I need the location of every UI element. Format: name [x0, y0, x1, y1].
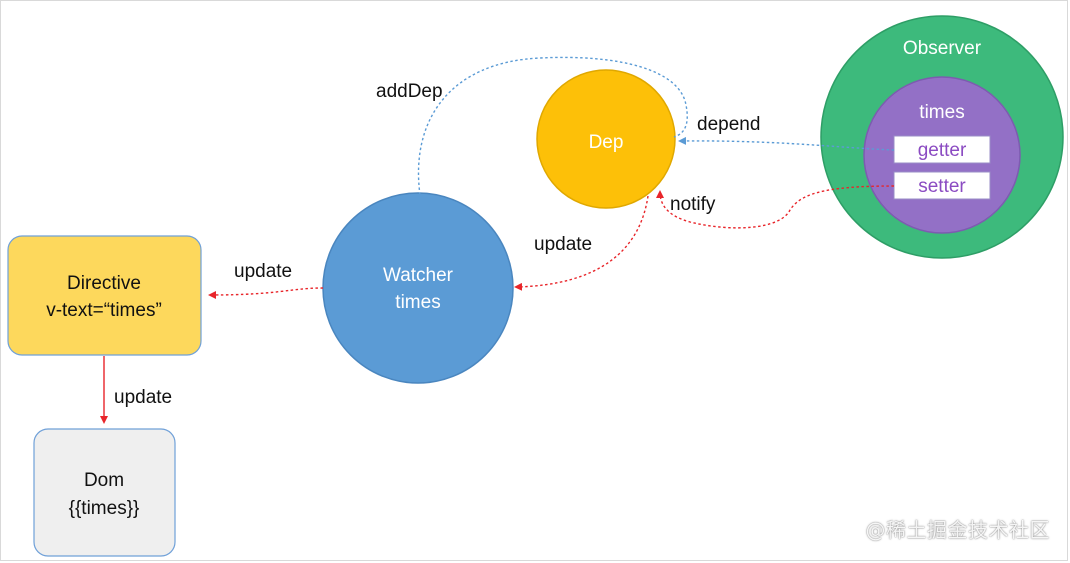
setter-box	[893, 171, 991, 200]
edge-notify-label: notify	[670, 194, 716, 215]
edge-directive-to-dom-label: update	[114, 387, 172, 408]
dom-node	[33, 428, 176, 557]
getter-label: getter	[918, 140, 967, 161]
edge-dep-to-watcher	[514, 195, 649, 291]
dep-label: Dep	[589, 132, 624, 153]
directive-node	[7, 235, 202, 356]
edge-dep-to-watcher-label: update	[534, 234, 592, 255]
watermark: @稀土掘金技术社区	[865, 518, 1050, 542]
directive-label-line1: Directive	[67, 273, 141, 294]
directive-label-line2: v-text=“times”	[46, 300, 162, 321]
edge-adddep	[417, 56, 688, 196]
edge-watcher-to-directive	[208, 287, 324, 299]
dep-node	[536, 69, 676, 209]
edge-adddep-label: addDep	[376, 81, 443, 102]
observer-label: Observer	[903, 38, 982, 59]
edge-watcher-to-directive-label: update	[234, 261, 292, 282]
edge-depend-label: depend	[697, 114, 760, 135]
watcher-label-line2: times	[395, 292, 440, 313]
watcher-label-line1: Watcher	[383, 265, 454, 286]
getter-box	[893, 135, 991, 164]
times-label: times	[919, 102, 964, 123]
edge-notify	[656, 185, 895, 229]
dom-label-line1: Dom	[84, 470, 124, 491]
edge-depend	[678, 136, 895, 151]
dom-label-line2: {{times}}	[69, 498, 140, 519]
watcher-node	[322, 192, 514, 384]
setter-label: setter	[918, 176, 966, 197]
